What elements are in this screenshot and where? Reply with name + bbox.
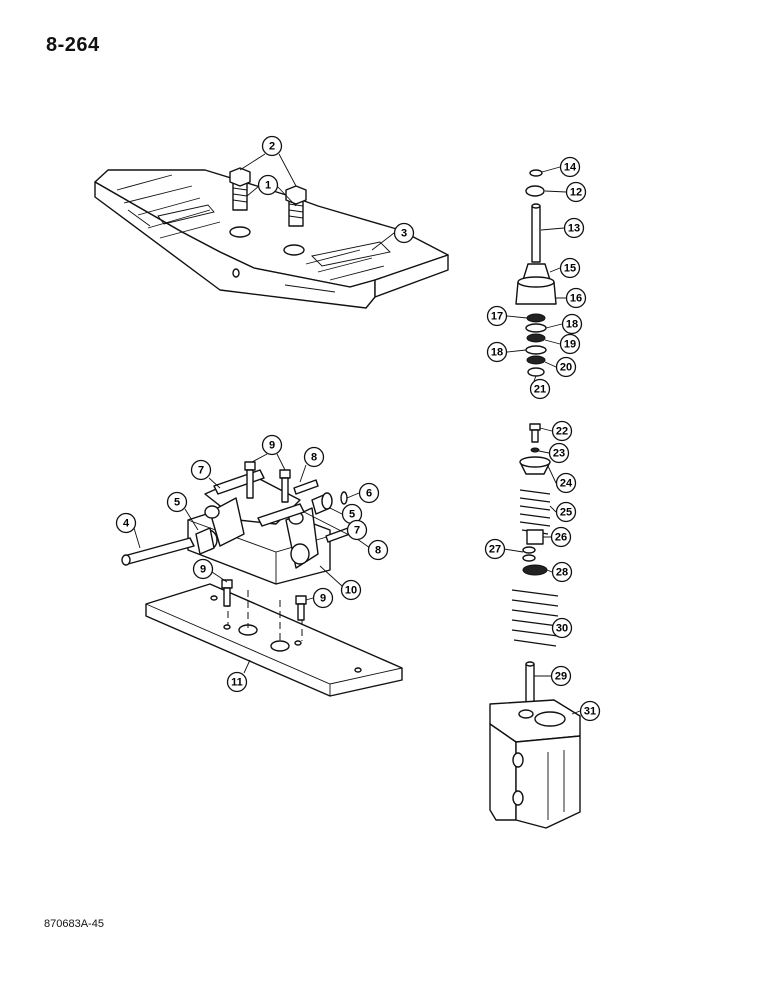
callout-18: 18	[561, 313, 583, 335]
callout-10: 10	[340, 579, 362, 601]
callout-number: 14	[564, 162, 577, 174]
callout-number: 31	[584, 706, 596, 718]
callout-number: 12	[570, 187, 582, 199]
callout-7: 7	[190, 459, 212, 481]
callout-1: 1	[257, 174, 279, 196]
callout-19: 19	[559, 333, 581, 355]
callout-number: 25	[560, 507, 572, 519]
callout-9: 9	[261, 434, 283, 456]
callout-12: 12	[565, 181, 587, 203]
callout-number: 24	[560, 478, 573, 490]
callout-number: 29	[555, 671, 567, 683]
callout-28: 28	[551, 561, 573, 583]
callout-number: 8	[375, 545, 381, 557]
callout-number: 28	[556, 567, 568, 579]
callout-6: 6	[358, 482, 380, 504]
callout-number: 30	[556, 623, 568, 635]
callout-26: 26	[550, 526, 572, 548]
callout-3: 3	[393, 222, 415, 244]
callout-9: 9	[192, 558, 214, 580]
callout-23: 23	[548, 442, 570, 464]
callout-13: 13	[563, 217, 585, 239]
valve-body	[489, 699, 581, 829]
callout-number: 9	[200, 564, 206, 576]
callout-number: 17	[491, 311, 503, 323]
callout-2: 2	[261, 135, 283, 157]
callout-number: 23	[553, 448, 565, 460]
callout-30: 30	[551, 617, 573, 639]
callout-number: 8	[311, 452, 317, 464]
callout-number: 2	[269, 141, 275, 153]
callout-labels: 2131412131516171819182021987655478109911…	[115, 135, 601, 722]
callout-7: 7	[346, 519, 368, 541]
callout-25: 25	[555, 501, 577, 523]
callout-number: 7	[354, 525, 360, 537]
callout-number: 7	[198, 465, 204, 477]
cap-screws	[221, 461, 307, 621]
callout-number: 9	[269, 440, 275, 452]
foot-pedal-plate	[94, 169, 449, 309]
callout-number: 27	[489, 544, 501, 556]
callout-31: 31	[579, 700, 601, 722]
callout-number: 5	[174, 497, 180, 509]
callout-20: 20	[555, 356, 577, 378]
callout-22: 22	[551, 420, 573, 442]
callout-number: 22	[556, 426, 568, 438]
callout-24: 24	[555, 472, 577, 494]
callout-number: 13	[568, 223, 580, 235]
callout-27: 27	[484, 538, 506, 560]
callout-29: 29	[550, 665, 572, 687]
callout-number: 21	[534, 384, 546, 396]
pedal-bolts	[229, 167, 307, 227]
hinge-pins	[121, 479, 351, 566]
leader-lines	[133, 153, 581, 715]
callout-number: 9	[320, 593, 326, 605]
callout-18: 18	[486, 341, 508, 363]
callout-14: 14	[559, 156, 581, 178]
callout-17: 17	[486, 305, 508, 327]
callout-11: 11	[226, 671, 248, 693]
callout-number: 18	[491, 347, 503, 359]
callout-number: 15	[564, 263, 576, 275]
callout-21: 21	[529, 378, 551, 400]
callout-4: 4	[115, 512, 137, 534]
figure-code: 870683A-45	[44, 918, 104, 930]
callout-8: 8	[303, 446, 325, 468]
callout-number: 19	[564, 339, 576, 351]
callout-number: 18	[566, 319, 578, 331]
callout-number: 1	[265, 180, 271, 192]
valve-stack-lower	[511, 423, 559, 707]
callout-number: 20	[560, 362, 572, 374]
callout-number: 6	[366, 488, 372, 500]
callout-number: 11	[231, 677, 243, 689]
callout-number: 16	[570, 293, 582, 305]
callout-16: 16	[565, 287, 587, 309]
callout-number: 4	[123, 518, 130, 530]
mounting-plate	[145, 583, 403, 697]
callout-15: 15	[559, 257, 581, 279]
valve-stack-upper	[515, 169, 557, 377]
callout-number: 3	[401, 228, 407, 240]
callout-9: 9	[312, 587, 334, 609]
page-number: 8-264	[46, 34, 100, 56]
callout-5: 5	[166, 491, 188, 513]
callout-number: 26	[555, 532, 567, 544]
callout-8: 8	[367, 539, 389, 561]
callout-number: 5	[349, 509, 355, 521]
callout-number: 10	[345, 585, 357, 597]
